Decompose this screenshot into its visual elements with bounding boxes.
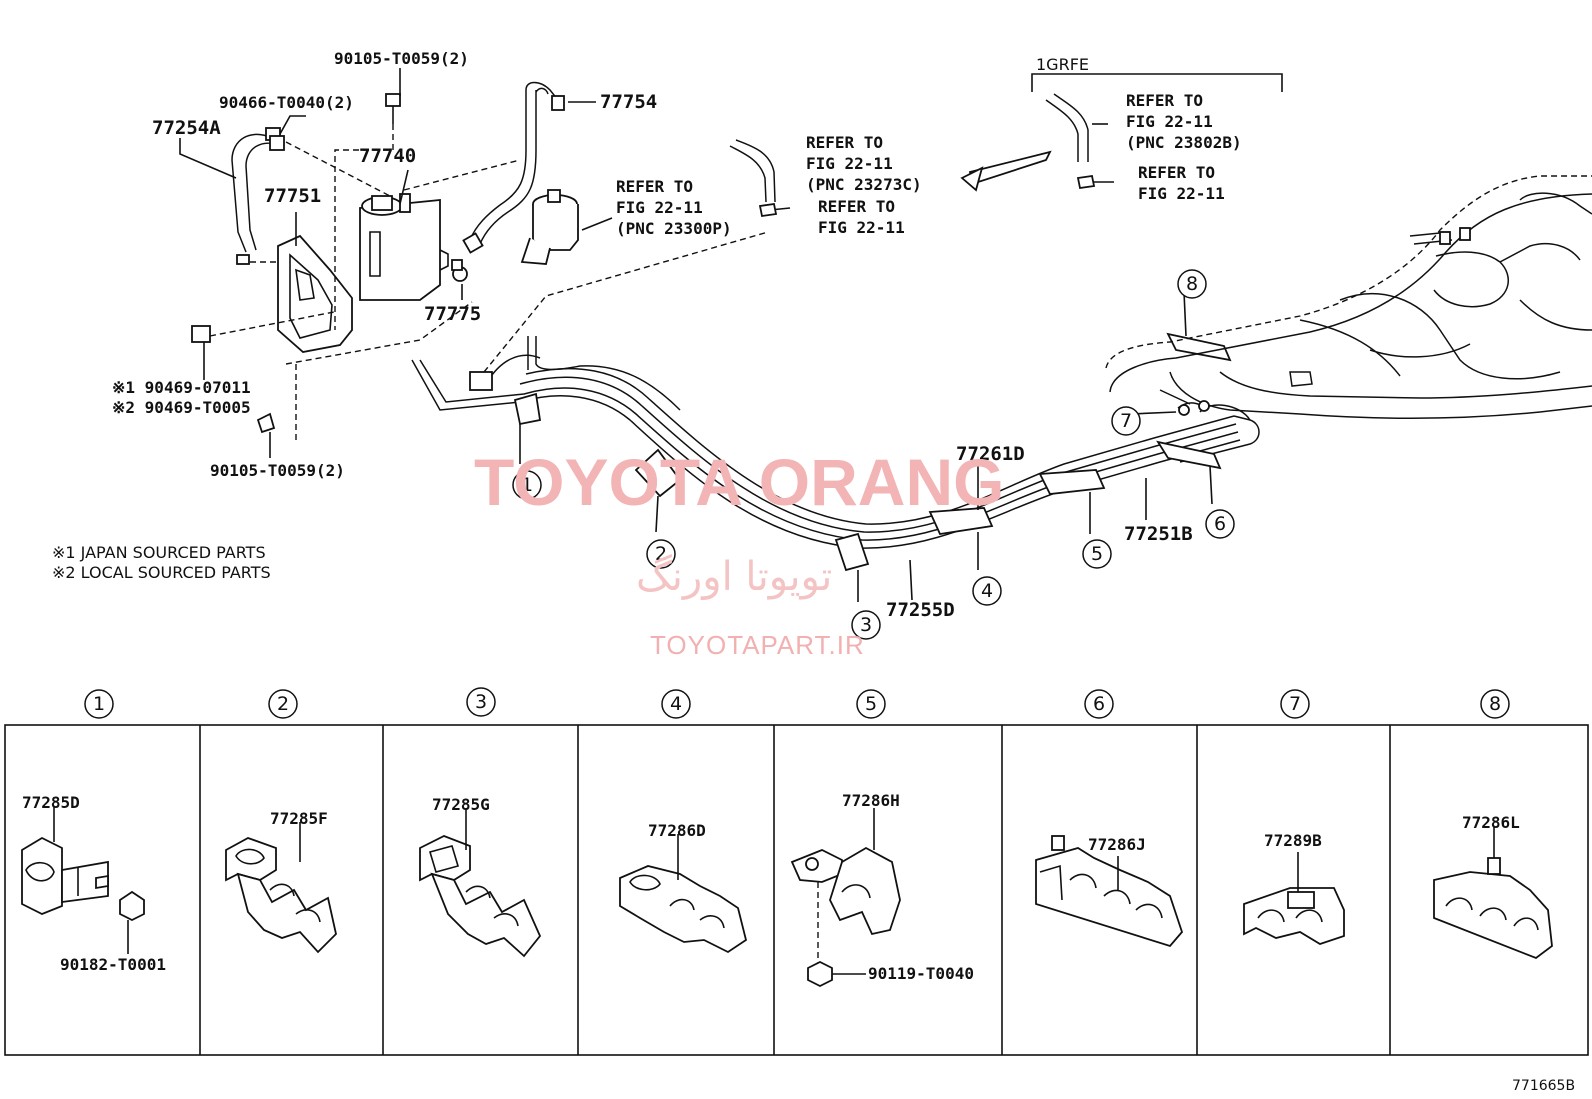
fasteners-drawing xyxy=(191,93,468,434)
label-77751: 77751 xyxy=(264,185,321,207)
panel-6-number: 6 xyxy=(1084,689,1114,719)
svg-text:6: 6 xyxy=(1093,693,1105,715)
panel-5-part: 77286H xyxy=(842,791,900,810)
reference-tube-drawings xyxy=(729,73,1283,218)
svg-text:FIG 22-11: FIG 22-11 xyxy=(616,198,703,217)
panel-1-number: 1 xyxy=(84,689,114,719)
panel-1-extra: 90182-T0001 xyxy=(60,955,166,974)
panel-3-part: 77285G xyxy=(432,795,490,814)
label-engine-1grfe: 1GRFE xyxy=(1036,55,1089,74)
callout-5: 5 xyxy=(1082,539,1112,569)
label-77251b: 77251B xyxy=(1124,523,1193,545)
clamp-77285d-drawing xyxy=(21,806,145,954)
svg-text:6: 6 xyxy=(1214,513,1226,535)
label-90466: 90466-T0040(2) xyxy=(219,93,354,112)
clip-77285f-drawing xyxy=(225,822,337,954)
clip-77289b-drawing xyxy=(1243,852,1345,945)
clip-77286j-drawing xyxy=(1035,835,1184,948)
svg-text:(PNC 23802B): (PNC 23802B) xyxy=(1126,133,1242,152)
svg-text:REFER TO: REFER TO xyxy=(1138,163,1215,182)
callout-1: 1 xyxy=(512,470,542,500)
panel-5-number: 5 xyxy=(856,689,886,719)
clip-77285g-drawing xyxy=(419,808,542,958)
label-77254a: 77254A xyxy=(152,117,221,139)
note-japan-sourced: ※1 JAPAN SOURCED PARTS xyxy=(52,543,266,562)
panel-1-part: 77285D xyxy=(22,793,80,812)
valve-assembly-drawing xyxy=(462,81,579,265)
label-77775: 77775 xyxy=(424,303,481,325)
panel-2-number: 2 xyxy=(268,689,298,719)
panel-6-part: 77286J xyxy=(1088,835,1146,854)
panel-8-part: 77286L xyxy=(1462,813,1520,832)
callout-leaders xyxy=(519,291,1213,602)
figure-code: 771665B xyxy=(1512,1078,1575,1094)
callout-2: 2 xyxy=(646,539,676,569)
label-90105-bottom: 90105-T0059(2) xyxy=(210,461,345,480)
leader-lines-upper xyxy=(179,68,1114,458)
svg-text:8: 8 xyxy=(1489,693,1501,715)
panel-8-number: 8 xyxy=(1480,689,1510,719)
panel-7-number: 7 xyxy=(1280,689,1310,719)
panel-7-part: 77289B xyxy=(1264,831,1322,850)
label-77754: 77754 xyxy=(600,91,657,113)
ref-fig-22-11-a: REFER TO FIG 22-11 xyxy=(818,197,905,237)
panel-4-number: 4 xyxy=(661,689,691,719)
watermark-brand: TOYOTA ORANG xyxy=(474,445,1004,519)
label-77740: 77740 xyxy=(359,145,416,167)
callout-8: 8 xyxy=(1177,269,1207,299)
watermark-site: TOYOTAPART.IR xyxy=(650,630,865,660)
label-90469-a: ※1 90469-07011 xyxy=(112,378,251,397)
clip-77286l-drawing xyxy=(1433,826,1553,960)
svg-text:FIG 22-11: FIG 22-11 xyxy=(818,218,905,237)
svg-text:2: 2 xyxy=(277,693,289,715)
svg-text:REFER TO: REFER TO xyxy=(1126,91,1203,110)
svg-text:7: 7 xyxy=(1120,410,1132,432)
clip-77286d-drawing xyxy=(619,834,748,954)
label-90105-top: 90105-T0059(2) xyxy=(334,49,469,68)
fuel-tank-drawing xyxy=(1105,175,1592,420)
canister-77740-drawing xyxy=(359,193,449,301)
callout-6: 6 xyxy=(1205,509,1235,539)
svg-text:7: 7 xyxy=(1289,693,1301,715)
panel-5-extra: 90119-T0040 xyxy=(868,964,974,983)
callout-7: 7 xyxy=(1111,406,1141,436)
label-77255d: 77255D xyxy=(886,599,955,621)
clip-77286h-drawing xyxy=(790,808,901,988)
svg-text:4: 4 xyxy=(670,693,682,715)
svg-text:1: 1 xyxy=(521,474,533,496)
bracket-77751-drawing xyxy=(277,234,353,353)
callout-4: 4 xyxy=(972,576,1002,606)
panel-4-part: 77286D xyxy=(648,821,706,840)
panel-3-number: 3 xyxy=(466,687,496,717)
ref-23273c: REFER TO FIG 22-11 (PNC 23273C) xyxy=(806,133,922,194)
svg-text:4: 4 xyxy=(981,580,993,602)
svg-text:3: 3 xyxy=(475,691,487,713)
svg-text:1: 1 xyxy=(93,693,105,715)
panel-2-part: 77285F xyxy=(270,809,328,828)
svg-text:3: 3 xyxy=(860,614,872,636)
svg-text:(PNC 23273C): (PNC 23273C) xyxy=(806,175,922,194)
svg-text:(PNC 23300P): (PNC 23300P) xyxy=(616,219,732,238)
svg-text:FIG 22-11: FIG 22-11 xyxy=(806,154,893,173)
svg-text:FIG 22-11: FIG 22-11 xyxy=(1126,112,1213,131)
detail-panels xyxy=(4,724,1589,1056)
svg-text:REFER TO: REFER TO xyxy=(806,133,883,152)
ref-fig-22-11-b: REFER TO FIG 22-11 xyxy=(1138,163,1225,203)
svg-text:FIG 22-11: FIG 22-11 xyxy=(1138,184,1225,203)
label-77261d: 77261D xyxy=(956,443,1025,465)
svg-text:5: 5 xyxy=(865,693,877,715)
svg-text:REFER TO: REFER TO xyxy=(616,177,693,196)
svg-text:REFER TO: REFER TO xyxy=(818,197,895,216)
ref-23300p: REFER TO FIG 22-11 (PNC 23300P) xyxy=(616,177,732,238)
svg-text:5: 5 xyxy=(1091,543,1103,565)
ref-23802b: REFER TO FIG 22-11 (PNC 23802B) xyxy=(1126,91,1242,152)
note-local-sourced: ※2 LOCAL SOURCED PARTS xyxy=(52,563,271,582)
svg-text:2: 2 xyxy=(655,543,667,565)
svg-text:8: 8 xyxy=(1186,273,1198,295)
watermark-farsi: تویوتا اورنگ xyxy=(636,554,832,600)
fuel-line-bundle xyxy=(411,332,1260,572)
label-90469-b: ※2 90469-T0005 xyxy=(112,398,251,417)
callout-3: 3 xyxy=(851,610,881,640)
